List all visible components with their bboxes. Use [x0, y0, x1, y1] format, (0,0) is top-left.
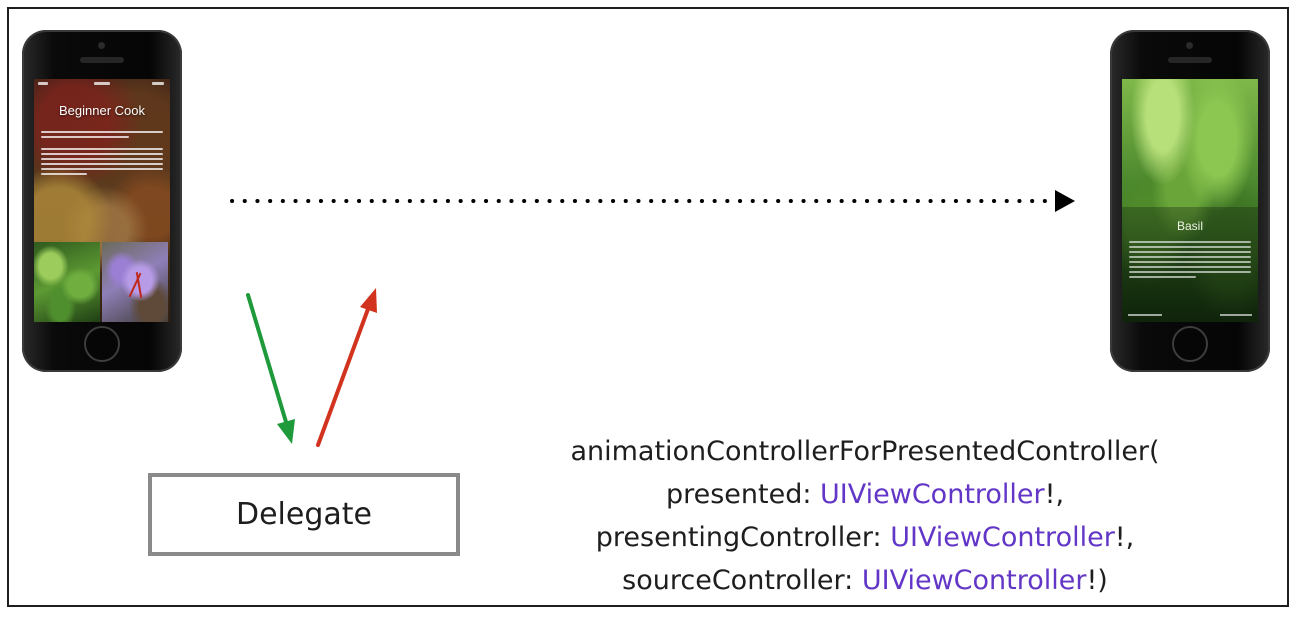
signature-line: animationControllerForPresentedControlle… — [570, 436, 1160, 467]
diagram-frame — [7, 7, 1289, 607]
speaker-grille — [1168, 57, 1212, 63]
home-button — [84, 326, 120, 362]
home-button — [1172, 326, 1208, 362]
type-name: UIViewController — [820, 479, 1045, 510]
type-name: UIViewController — [861, 565, 1087, 596]
method-signature: animationControllerForPresentedControlle… — [500, 430, 1230, 602]
delegate-label: Delegate — [236, 497, 372, 532]
saffron-thumbnail[interactable] — [102, 242, 168, 322]
green-down-arrow-icon — [246, 293, 295, 444]
camera-dot — [98, 42, 105, 49]
type-name: UIViewController — [890, 522, 1115, 553]
signature-line: presented: UIViewController!, — [665, 479, 1065, 510]
presented-screen: Basil — [1122, 79, 1258, 322]
presenting-screen: Beginner Cook — [34, 79, 170, 322]
detail-title: Basil — [1176, 219, 1203, 233]
camera-dot — [1186, 42, 1193, 49]
dotted-right-arrow-icon — [230, 190, 1075, 212]
presented-phone: Basil — [1110, 30, 1270, 372]
body-text-placeholder — [41, 131, 163, 178]
status-bar — [34, 79, 170, 88]
signature-line: sourceController: UIViewController!) — [622, 565, 1108, 596]
signature-line: presentingController: UIViewController!, — [595, 522, 1135, 553]
presenting-phone: Beginner Cook — [22, 30, 182, 372]
speaker-grille — [80, 57, 124, 63]
red-up-arrow-icon — [316, 288, 377, 447]
delegate-box: Delegate — [148, 473, 460, 556]
screen-title: Beginner Cook — [59, 103, 145, 118]
detail-text-placeholder — [1129, 241, 1251, 281]
basil-thumbnail[interactable] — [34, 242, 100, 322]
